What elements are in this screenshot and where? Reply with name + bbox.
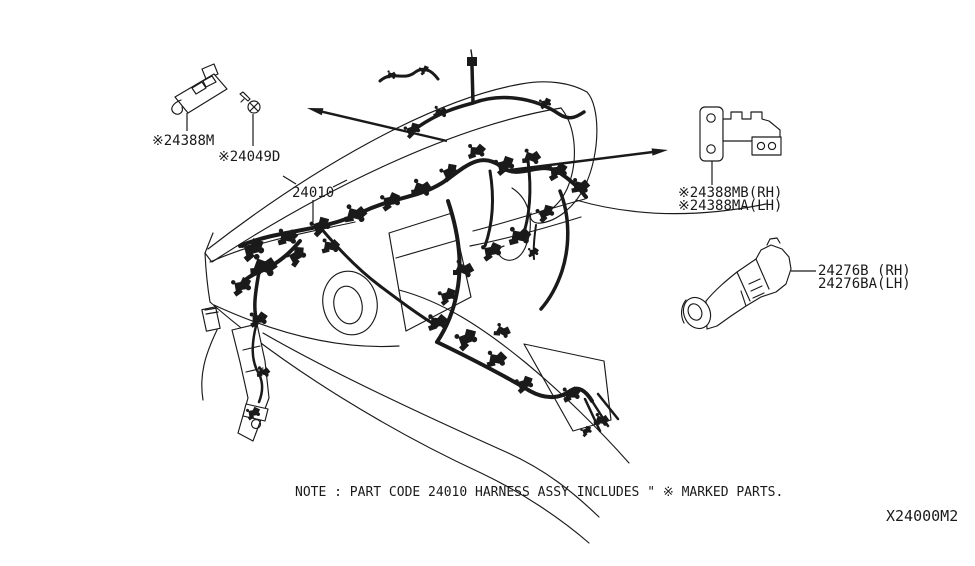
connector-cluster <box>321 238 341 254</box>
connector-cluster <box>493 322 511 338</box>
part-24388mb-drawing <box>699 106 782 185</box>
connector-cluster <box>439 163 459 183</box>
part-24388m-drawing <box>171 63 228 131</box>
connector-cluster <box>433 105 448 118</box>
label-24276ba-lh: 24276BA(LH) <box>818 276 911 292</box>
connector-cluster <box>453 259 475 278</box>
connector-cluster <box>256 366 271 377</box>
label-24388mb-rh: ※24388MB(RH) <box>678 185 782 201</box>
connector-cluster <box>493 155 515 177</box>
connector-cluster <box>571 178 591 193</box>
connector-cluster <box>481 241 502 262</box>
connector-cluster <box>437 287 457 306</box>
connector-cluster <box>344 204 368 223</box>
connector-cluster <box>277 228 299 246</box>
label-24388m: ※24388M <box>152 133 214 149</box>
connector-cluster <box>285 246 307 268</box>
connector-cluster <box>580 425 592 438</box>
connector-cluster <box>386 70 397 79</box>
connector-cluster <box>514 375 534 394</box>
connector-cluster <box>239 238 265 263</box>
connector-cluster <box>380 191 401 212</box>
direction-arrow-left <box>307 108 448 143</box>
connector-clusters <box>231 65 610 438</box>
direction-arrow-right <box>501 148 668 173</box>
connector-cluster <box>454 328 478 352</box>
connector-cluster <box>535 204 555 224</box>
figure-code-text: X24000M2 <box>886 507 958 525</box>
connector-cluster <box>250 253 278 277</box>
connector-cluster <box>249 311 268 328</box>
label-24049d: ※24049D <box>218 149 280 165</box>
connector-cluster <box>527 247 539 258</box>
connector-cluster <box>309 216 331 238</box>
connector-cluster <box>418 65 430 76</box>
connector-cluster <box>231 276 252 297</box>
note-text: NOTE : PART CODE 24010 HARNESS ASSY INCL… <box>295 485 783 500</box>
steering-column-drawing <box>201 270 378 442</box>
label-24010: 24010 <box>292 185 334 201</box>
part-24276b-drawing <box>680 237 816 330</box>
connector-cluster <box>508 226 532 246</box>
connector-cluster <box>467 143 487 160</box>
screw-24049d-drawing <box>239 91 261 146</box>
connector-cluster <box>522 148 542 165</box>
connector-cluster <box>593 413 610 426</box>
connector-cluster <box>539 97 552 110</box>
connector-cluster <box>427 313 449 332</box>
connector-cluster <box>411 178 433 196</box>
label-24388ma-lh: ※24388MA(LH) <box>678 198 782 214</box>
connector-cluster <box>562 386 581 403</box>
label-24276b-rh: 24276B (RH) <box>818 263 911 279</box>
connector-cluster <box>486 350 508 368</box>
leader-24010 <box>282 175 348 222</box>
connector-cluster <box>246 406 261 421</box>
